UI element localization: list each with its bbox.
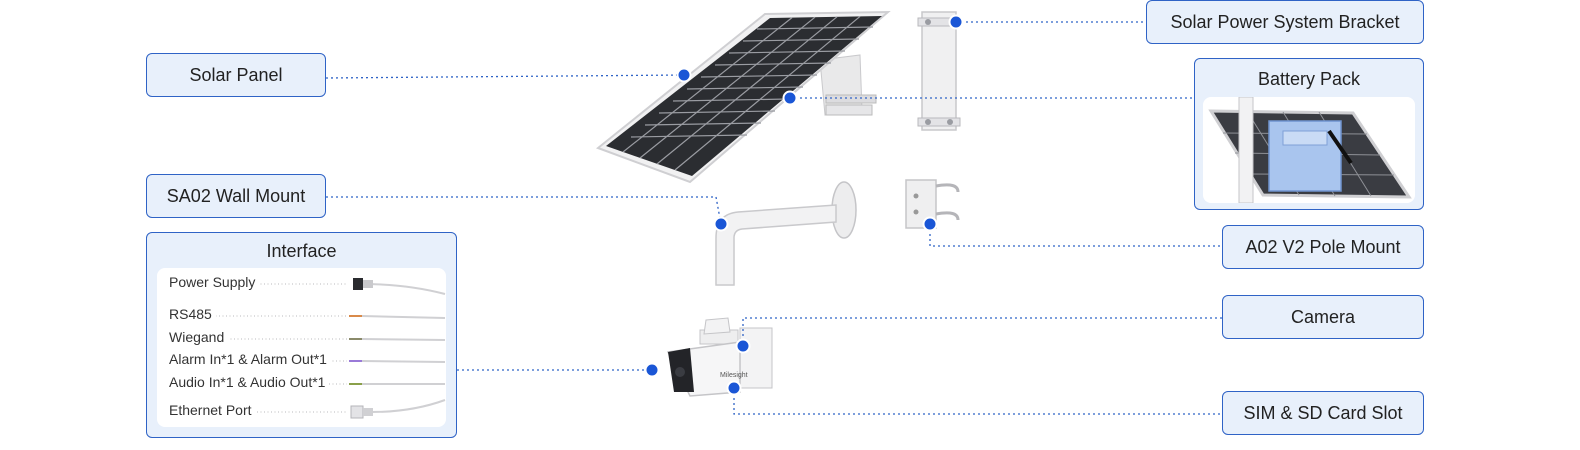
interface-panel: Interface	[146, 232, 457, 438]
label-pole-mount: A02 V2 Pole Mount	[1222, 225, 1424, 269]
dot-solar-panel	[676, 67, 692, 83]
solar-panel-illustration	[595, 10, 891, 184]
bracket-illustration	[917, 11, 961, 131]
camera-brand-logo: Milesight	[720, 372, 748, 379]
battery-pack-image	[1203, 96, 1415, 204]
label-camera: Camera	[1222, 295, 1424, 339]
connector-dots	[644, 14, 964, 396]
label-solar-panel: Solar Panel	[146, 53, 326, 97]
label-wall-mount: SA02 Wall Mount	[146, 174, 326, 218]
label-sim-sd-slot: SIM & SD Card Slot	[1222, 391, 1424, 435]
dot-bracket	[948, 14, 964, 30]
dot-sim-sd	[726, 380, 742, 396]
dot-pole-mount	[922, 216, 938, 232]
label-bracket: Solar Power System Bracket	[1146, 0, 1424, 44]
battery-pack-illustration	[1208, 96, 1412, 204]
battery-pack-panel: Battery Pack	[1194, 58, 1424, 210]
interface-item-rs485: RS485	[169, 306, 216, 322]
camera-illustration	[666, 317, 773, 397]
wall-mount-illustration	[715, 181, 857, 286]
interface-item-audio: Audio In*1 & Audio Out*1	[169, 374, 330, 390]
battery-pack-title: Battery Pack	[1257, 69, 1361, 89]
dot-interface	[644, 362, 660, 378]
interface-item-ethernet: Ethernet Port	[169, 402, 256, 418]
interface-list: Power Supply RS485 Wiegand Alarm In*1 & …	[157, 268, 446, 427]
interface-title: Interface	[266, 241, 337, 261]
interface-item-alarm: Alarm In*1 & Alarm Out*1	[169, 351, 331, 367]
interface-item-power-supply: Power Supply	[169, 274, 260, 290]
dot-camera	[735, 338, 751, 354]
connector-lines	[325, 21, 1222, 415]
dot-wall-mount	[713, 216, 729, 232]
interface-item-wiegand: Wiegand	[169, 329, 229, 345]
dot-battery-pack	[782, 90, 798, 106]
interface-cables	[212, 278, 446, 419]
